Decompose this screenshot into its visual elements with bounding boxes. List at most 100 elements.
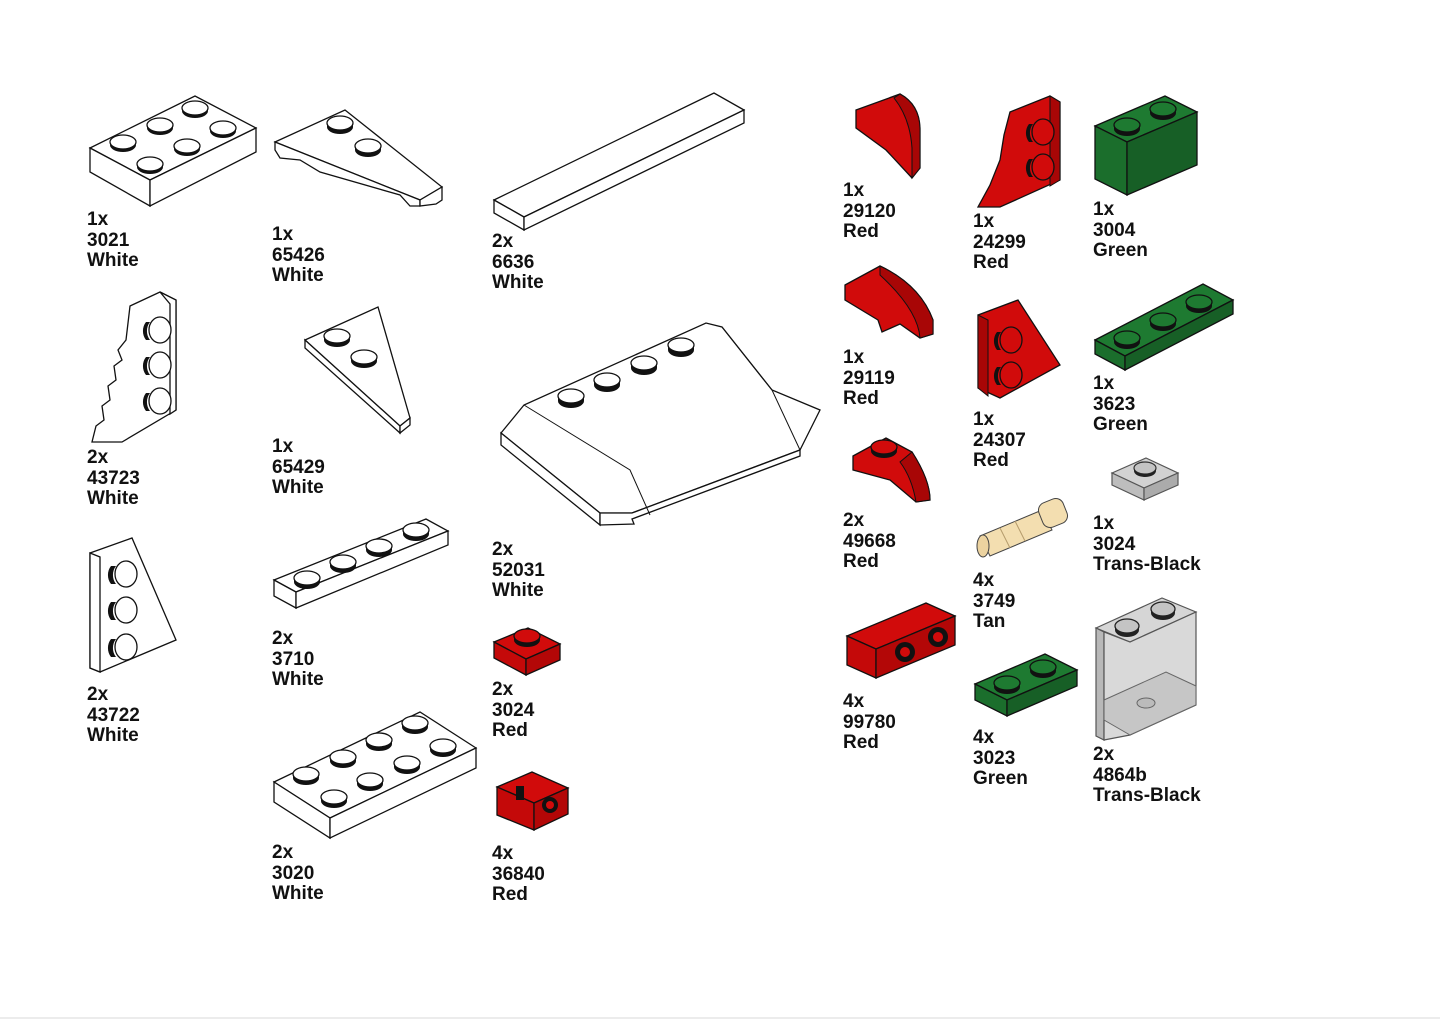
part-number: 3710: [272, 648, 315, 670]
part-qty: 1x: [272, 436, 294, 457]
part-label: 1x 29120 Red: [843, 180, 896, 243]
part-qty: 4x: [492, 843, 514, 864]
part-number: 24299: [973, 231, 1026, 253]
part-color: Red: [973, 450, 1009, 471]
part-number: 24307: [973, 429, 1026, 451]
part-number: 49668: [843, 530, 896, 552]
part-label: 2x 3710 White: [272, 628, 324, 691]
part-number: 65429: [272, 456, 325, 478]
part-label: 4x 3749 Tan: [973, 570, 1016, 633]
part-label: 2x 52031 White: [492, 539, 545, 602]
part-color: Trans-Black: [1093, 785, 1201, 806]
part-label: 4x 99780 Red: [843, 691, 896, 754]
part-number: 52031: [492, 559, 545, 581]
part-number: 65426: [272, 244, 325, 266]
plate-1x4-icon: [272, 518, 450, 610]
part-color: White: [272, 883, 324, 904]
part-color: Green: [1093, 240, 1148, 261]
plate-2x4-icon: [272, 711, 478, 840]
part-qty: 2x: [272, 842, 294, 863]
part-label: 1x 24299 Red: [973, 211, 1026, 274]
part-label: 1x 24307 Red: [973, 409, 1026, 472]
part-qty: 2x: [492, 539, 514, 560]
part-number: 4864b: [1093, 764, 1147, 786]
part-qty: 1x: [272, 224, 294, 245]
part-label: 2x 43723 White: [87, 447, 140, 510]
wedge-plate-left-icon: [89, 537, 177, 673]
part-label: 1x 29119 Red: [843, 347, 895, 410]
part-label: 4x 3023 Green: [973, 727, 1028, 790]
wedge-plate-right-icon: [91, 291, 177, 443]
bracket-inverted-red-icon: [845, 602, 957, 680]
part-number: 3021: [87, 229, 130, 251]
part-label: 2x 3024 Red: [492, 679, 534, 742]
part-color: White: [272, 477, 324, 498]
slope-curved-red-icon: [855, 93, 921, 180]
part-color: Red: [843, 221, 879, 242]
part-qty: 2x: [87, 447, 109, 468]
plate-1x1-red-icon: [492, 627, 562, 677]
part-qty: 1x: [1093, 199, 1115, 220]
part-number: 36840: [492, 863, 545, 885]
part-color: Green: [1093, 414, 1148, 435]
part-label: 1x 3021 White: [87, 209, 139, 272]
part-qty: 1x: [1093, 373, 1115, 394]
wedge-plate-cutout-icon: [273, 109, 444, 207]
part-number: 3623: [1093, 393, 1136, 415]
plate-1x3-green-icon: [1093, 283, 1235, 372]
part-qty: 2x: [492, 679, 514, 700]
part-label: 1x 65426 White: [272, 224, 325, 287]
part-qty: 1x: [843, 347, 865, 368]
part-qty: 1x: [973, 211, 995, 232]
part-qty: 1x: [973, 409, 995, 430]
plate-1x2-green-icon: [973, 653, 1079, 718]
part-label: 1x 3004 Green: [1093, 199, 1148, 262]
part-qty: 1x: [1093, 513, 1115, 534]
part-qty: 2x: [272, 628, 294, 649]
plate-1x1-trans-icon: [1110, 457, 1180, 501]
wedge-4x6-icon: [500, 322, 821, 527]
part-number: 3749: [973, 590, 1016, 612]
part-qty: 2x: [1093, 744, 1115, 765]
part-qty: 1x: [87, 209, 109, 230]
part-color: Red: [492, 720, 528, 741]
part-color: White: [272, 265, 324, 286]
part-number: 3020: [272, 862, 315, 884]
part-number: 6636: [492, 251, 535, 273]
plate-tooth-red-icon: [852, 437, 931, 503]
part-color: White: [87, 250, 139, 271]
part-qty: 2x: [87, 684, 109, 705]
part-number: 3004: [1093, 219, 1136, 241]
part-color: Red: [843, 551, 879, 572]
part-color: Trans-Black: [1093, 554, 1201, 575]
part-color: Tan: [973, 611, 1006, 632]
part-color: White: [87, 488, 139, 509]
part-label: 2x 4864b Trans-Black: [1093, 744, 1201, 807]
part-qty: 4x: [843, 691, 865, 712]
plate-2x3-icon: [88, 95, 258, 208]
part-label: 4x 36840 Red: [492, 843, 545, 906]
part-color: White: [492, 580, 544, 601]
part-number: 3023: [973, 747, 1016, 769]
wedge-plate-red-icon: [976, 95, 1061, 208]
part-color: White: [492, 272, 544, 293]
part-label: 1x 65429 White: [272, 436, 325, 499]
panel-trans-icon: [1094, 597, 1198, 741]
part-label: 2x 6636 White: [492, 231, 544, 294]
part-number: 43723: [87, 467, 140, 489]
part-color: Red: [843, 732, 879, 753]
part-number: 99780: [843, 711, 896, 733]
tile-1x6-icon: [492, 92, 746, 232]
part-color: White: [272, 669, 324, 690]
part-label: 1x 3024 Trans-Black: [1093, 513, 1201, 576]
axle-pin-tan-icon: [976, 497, 1069, 558]
part-qty: 2x: [492, 231, 514, 252]
part-color: Red: [843, 388, 879, 409]
bracket-red-icon: [495, 771, 570, 832]
wedge-plate-triangle-icon: [303, 306, 411, 435]
part-qty: 4x: [973, 570, 995, 591]
part-number: 29120: [843, 200, 896, 222]
part-number: 3024: [1093, 533, 1136, 555]
part-color: Red: [492, 884, 528, 905]
part-label: 2x 49668 Red: [843, 510, 896, 573]
